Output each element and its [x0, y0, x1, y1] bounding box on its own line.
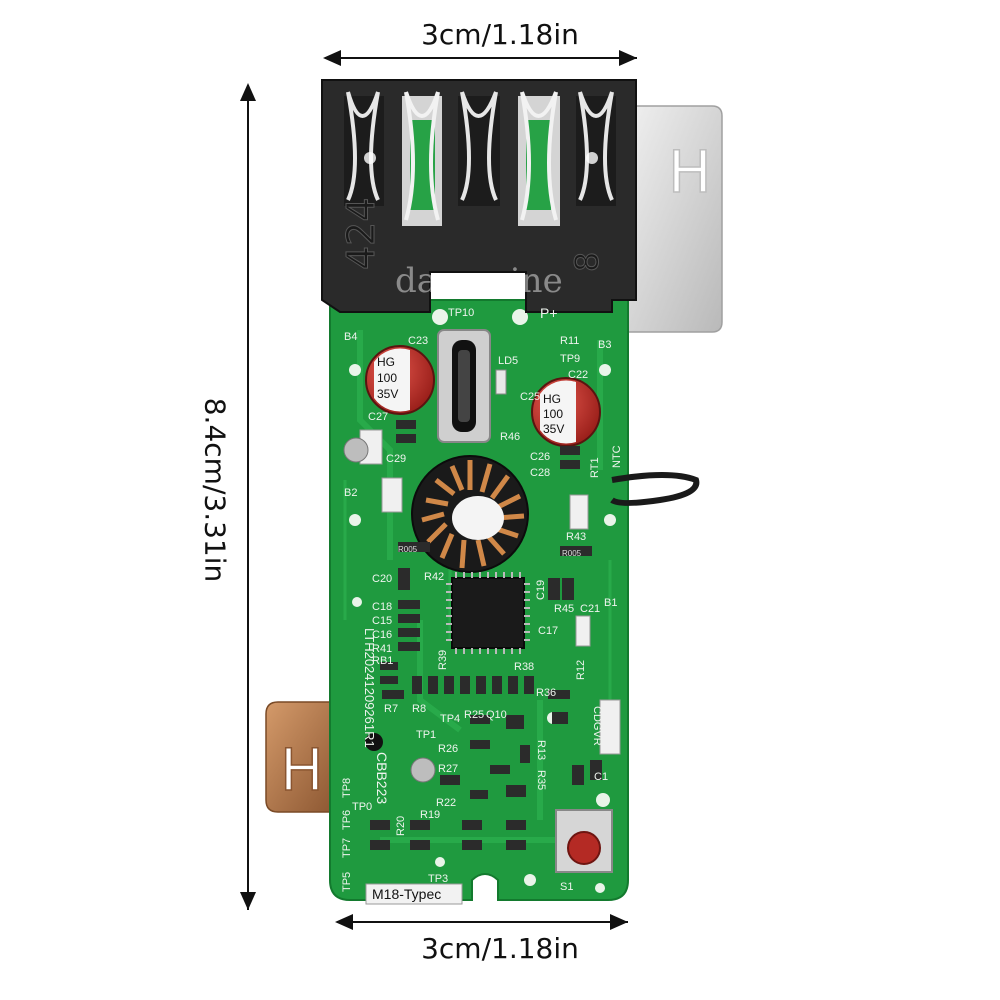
label-c18: C18 [372, 601, 392, 613]
label-r35: R35 [535, 770, 547, 790]
label-b4: B4 [344, 331, 357, 343]
left-copper-tab: H [265, 701, 341, 813]
tactile-switch [555, 809, 613, 873]
label-ld5: LD5 [498, 355, 518, 367]
label-r13: R13 [535, 740, 547, 760]
label-c1: C1 [594, 771, 608, 783]
label-c15: C15 [372, 615, 392, 627]
label-c23: C23 [408, 335, 428, 347]
label-model: CBB223 [374, 752, 390, 804]
label-ntc: NTC [611, 445, 623, 468]
label-q10: Q10 [486, 709, 507, 721]
label-b2: B2 [344, 487, 357, 499]
right-metal-tab: H [627, 105, 723, 333]
label-tp9: TP9 [560, 353, 580, 365]
capacitor-right: HG 100 35V [531, 377, 601, 447]
label-tp5: TP5 [341, 872, 353, 892]
capacitor-right-line3: 35V [543, 422, 564, 436]
label-tp7: TP7 [341, 838, 353, 858]
toroidal-inductor [411, 455, 700, 573]
label-tp1: TP1 [416, 729, 436, 741]
connector-number-right: 8 [568, 252, 606, 272]
label-r22: R22 [436, 797, 456, 809]
capacitor-right-line2: 100 [543, 407, 563, 421]
capacitor-left-line1: HG [377, 355, 395, 369]
label-c29: C29 [386, 453, 406, 465]
capacitor-right-line1: HG [543, 392, 561, 406]
label-r36: R36 [536, 687, 556, 699]
label-r43: R43 [566, 531, 586, 543]
label-r19: R19 [420, 809, 440, 821]
label-tp10: TP10 [448, 307, 474, 319]
label-tp3: TP3 [428, 873, 448, 885]
battery-connector: 424 8 [321, 79, 637, 313]
label-rt1: RT1 [589, 457, 601, 478]
label-lot-code: LTH20241209261R1 [362, 628, 377, 748]
microcontroller-chip [446, 572, 530, 654]
board-name: M18-Typec [372, 886, 441, 902]
capacitor-left: HG 100 35V [365, 345, 435, 415]
label-b1: B1 [604, 597, 617, 609]
label-b3: B3 [598, 339, 611, 351]
usb-c-port [437, 329, 507, 443]
left-tab-letter: H [280, 736, 324, 804]
label-r45: R45 [554, 603, 574, 615]
capacitor-left-line2: 100 [377, 371, 397, 385]
silkscreen-labels: TP10 P+ B4 C23 R11 B3 TP9 LD5 C22 C25 C2… [341, 305, 623, 893]
capacitor-left-line3: 35V [377, 387, 398, 401]
label-r25: R25 [464, 709, 484, 721]
label-r8: R8 [412, 703, 426, 715]
label-tp6: TP6 [341, 810, 353, 830]
label-r26: R26 [438, 743, 458, 755]
label-c26: C26 [530, 451, 550, 463]
label-r42: R42 [424, 571, 444, 583]
label-r41: R41 [372, 643, 392, 655]
label-c20: C20 [372, 573, 392, 585]
label-r27: R27 [438, 763, 458, 775]
label-tp4: TP4 [440, 713, 460, 725]
label-r005a: R005 [398, 545, 418, 554]
label-p-plus: P+ [540, 305, 558, 321]
label-r005b: R005 [562, 549, 582, 558]
label-cdgvr: CDGVR [591, 706, 603, 746]
label-r11: R11 [560, 335, 579, 347]
label-tp8: TP8 [341, 778, 353, 798]
connector-number-left: 424 [339, 197, 383, 270]
label-c21: C21 [580, 603, 600, 615]
watermark: dawupine [395, 261, 563, 301]
label-tp0: TP0 [352, 801, 372, 813]
label-rb1: RB1 [372, 655, 393, 667]
label-c27: C27 [368, 411, 388, 423]
smd-components [370, 420, 602, 850]
label-r38: R38 [514, 661, 534, 673]
label-r12: R12 [575, 660, 587, 680]
label-c28: C28 [530, 467, 550, 479]
label-c22: C22 [568, 369, 588, 381]
label-r39: R39 [437, 650, 449, 670]
board-name-plate: M18-Typec [365, 883, 463, 905]
top-width-label: 3cm/1.18in [421, 18, 579, 51]
label-c17: C17 [538, 625, 558, 637]
label-r46: R46 [500, 431, 520, 443]
label-r7: R7 [384, 703, 398, 715]
label-r20: R20 [395, 816, 407, 836]
label-c16: C16 [372, 629, 392, 641]
label-c25: C25 [520, 391, 540, 403]
bottom-width-label: 3cm/1.18in [421, 932, 579, 965]
label-c19: C19 [535, 580, 547, 600]
right-tab-letter: H [668, 138, 712, 206]
label-s1: S1 [560, 881, 573, 893]
